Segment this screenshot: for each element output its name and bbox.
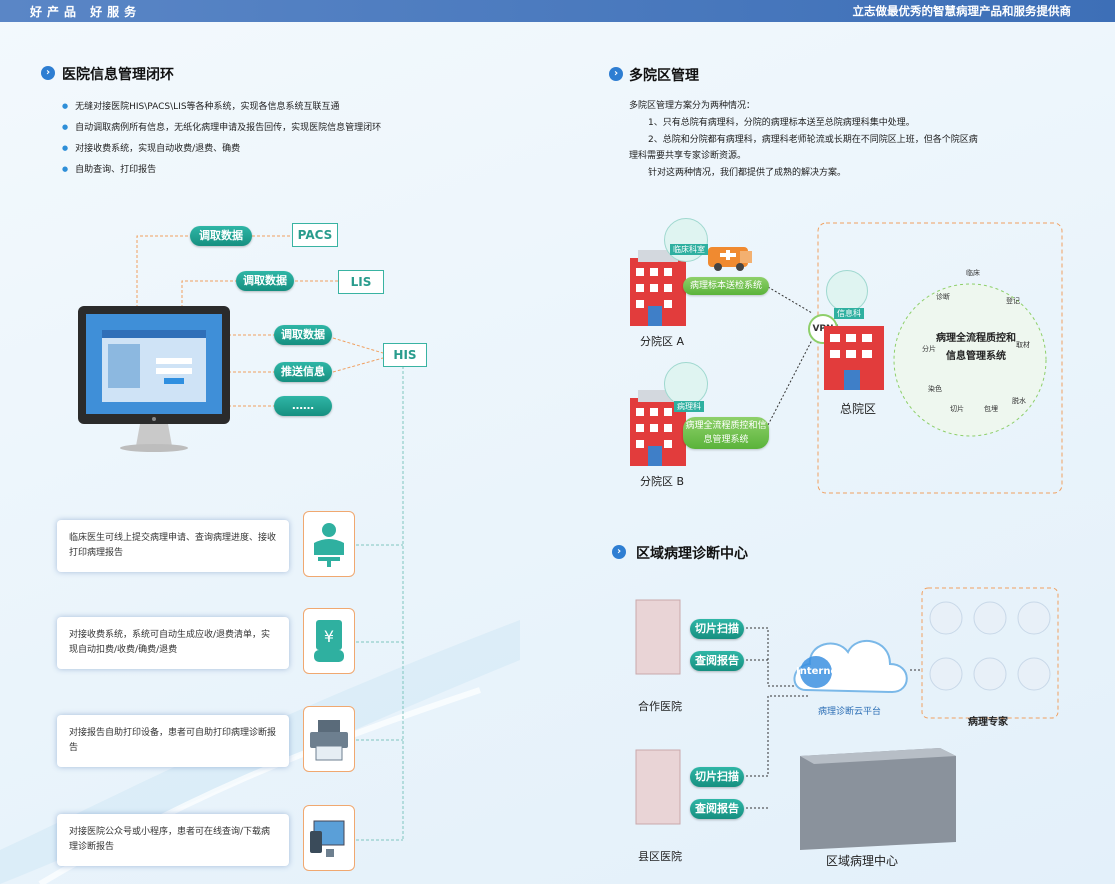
main-campus-label: 总院区 — [840, 402, 877, 416]
dept-label: 病理科 — [674, 401, 704, 412]
section-icon: › — [609, 67, 623, 81]
bullet-item: 对接收费系统，实现自动收费/退费、确费 — [62, 141, 240, 154]
branch-a-building — [630, 250, 686, 326]
ring-step: 登记 — [1006, 297, 1020, 305]
ring-center-title: 病理全流程质控和信息管理系统 — [936, 333, 1016, 362]
computer-monitor — [78, 306, 230, 452]
doctor-icon — [303, 511, 355, 577]
dept-circle-icon — [664, 362, 708, 406]
section-title-multi: 多院区管理 — [629, 68, 699, 84]
pill-scan: 切片扫描 — [690, 619, 744, 639]
ring-step: 分片 — [922, 345, 936, 353]
multi-case-2b: 理科需要共享专家诊断资源。 — [629, 151, 747, 161]
pill-fetch-data: 调取数据 — [236, 271, 294, 291]
section-icon: › — [612, 545, 626, 559]
ring-step: 取材 — [1016, 341, 1030, 349]
mobile-download-icon — [303, 805, 355, 871]
connector-lines — [136, 235, 404, 841]
card-text: 对接收费系统，系统可自动生成应收/退费清单，实现自动扣费/收费/确费/退费 — [69, 630, 271, 655]
card-text: 对接医院公众号或小程序，患者可在线查询/下载病理诊断报告 — [69, 827, 271, 852]
dept-label: 信息科 — [834, 308, 864, 319]
main-campus-building — [824, 326, 884, 390]
card-text: 对接报告自助打印设备，患者可自助打印病理诊断报告 — [69, 728, 277, 753]
ring-step: 临床 — [966, 269, 980, 277]
coop-hospital-label: 合作医院 — [638, 700, 682, 713]
tag-his: HIS — [383, 343, 427, 367]
dept-circle-icon — [664, 218, 708, 262]
multi-intro: 多院区管理方案分为两种情况： — [629, 101, 756, 111]
pill-fetch-data: 调取数据 — [274, 325, 332, 345]
branch-a-label: 分院区 A — [640, 335, 685, 348]
branch-b-label: 分院区 B — [640, 475, 685, 488]
multi-case-2a: 2、总院和分院都有病理科，病理科老师轮流或长期在不同院区上班，但各个院区病 — [648, 135, 978, 145]
ring-step: 诊断 — [936, 293, 950, 301]
top-banner — [0, 0, 1115, 22]
banner-slogan-left: 好产品 好服务 — [30, 5, 142, 19]
regional-diagram — [635, 587, 1059, 850]
banner-slogan-right: 立志做最优秀的智慧病理产品和服务提供商 — [852, 4, 1072, 18]
tag-lis: LIS — [338, 270, 384, 294]
multi-case-1: 1、只有总院有病理科，分院的病理标本送至总院病理科集中处理。 — [648, 118, 915, 128]
payment-hand-icon: ¥ — [303, 608, 355, 674]
feature-card-online: 对接医院公众号或小程序，患者可在线查询/下载病理诊断报告 — [57, 814, 289, 866]
regional-center-label: 区域病理中心 — [826, 854, 899, 868]
multi-conclusion: 针对这两种情况，我们都提供了成熟的解决方案。 — [648, 168, 847, 178]
card-text: 临床医生可线上提交病理申请、查询病理进度、接收打印病理报告 — [69, 533, 277, 558]
pill-review: 查阅报告 — [690, 799, 744, 819]
tag-pacs: PACS — [292, 223, 338, 247]
ring-step: 切片 — [950, 405, 964, 413]
bullet-item: 自助查询、打印报告 — [62, 162, 156, 175]
bullet-item: 自动调取病例所有信息，无纸化病理申请及报告回传，实现医院信息管理闭环 — [62, 120, 381, 133]
feature-card-print: 对接报告自助打印设备，患者可自助打印病理诊断报告 — [57, 715, 289, 767]
pill-scan: 切片扫描 — [690, 767, 744, 787]
dept-circle-icon — [826, 270, 868, 312]
system-pill: 病理全流程质控和信息管理系统 — [683, 417, 769, 449]
experts-label: 病理专家 — [968, 717, 1008, 728]
ambulance-icon — [708, 247, 752, 271]
bullet-item: 无缝对接医院HIS\PACS\LIS等各种系统，实现各信息系统互联互通 — [62, 99, 339, 112]
feature-card-clinician: 临床医生可线上提交病理申请、查询病理进度、接收打印病理报告 — [57, 520, 289, 572]
svg-text:¥: ¥ — [324, 627, 334, 646]
ring-step: 染色 — [928, 385, 942, 393]
system-pill: 病理标本送检系统 — [683, 277, 769, 295]
printer-icon — [303, 706, 355, 772]
pill-push-info: 推送信息 — [274, 362, 332, 382]
cloud-label: 病理诊断云平台 — [818, 707, 882, 717]
dept-label: 临床科室 — [670, 244, 708, 255]
section-title-his: 医院信息管理闭环 — [62, 67, 174, 83]
internet-label: Internet — [796, 666, 843, 677]
pill-fetch-data: 调取数据 — [190, 226, 252, 246]
section-icon: › — [41, 66, 55, 80]
county-hospital-label: 县区医院 — [638, 850, 682, 863]
section-title-regional: 区域病理诊断中心 — [636, 546, 748, 562]
pill-review: 查阅报告 — [690, 651, 744, 671]
ring-step: 脱水 — [1012, 397, 1026, 405]
ring-step: 包埋 — [984, 405, 998, 413]
feature-card-billing: 对接收费系统，系统可自动生成应收/退费清单，实现自动扣费/收费/确费/退费 — [57, 617, 289, 669]
pill-more: …… — [274, 396, 332, 416]
